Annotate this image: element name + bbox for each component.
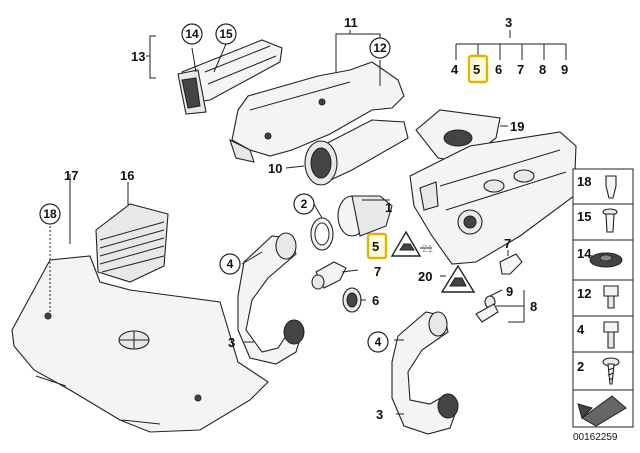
part-gasket-ring xyxy=(310,217,334,251)
label-18-callout: 18 xyxy=(43,207,57,221)
label-6-top: 6 xyxy=(495,62,502,77)
bolt-fastener-icon xyxy=(603,321,619,349)
part-filter-element xyxy=(304,119,409,186)
grommet-icon xyxy=(589,252,623,268)
part-air-cleaner-housing xyxy=(229,61,405,163)
label-16: 16 xyxy=(120,168,134,183)
label-3-left: 3 xyxy=(228,335,235,350)
housing-screw-icon xyxy=(264,132,272,140)
warning-symbol-20-icon xyxy=(440,264,476,293)
label-5-top: 5 xyxy=(473,62,480,77)
diagram-id: 00162259 xyxy=(573,432,618,443)
label-2-callout: 2 xyxy=(301,197,308,211)
part-intake-pipe-right xyxy=(391,311,459,435)
fastener-label-14: 14 xyxy=(577,246,592,261)
fastener-label-4: 4 xyxy=(577,322,585,337)
fastener-label-12: 12 xyxy=(577,286,591,301)
label-4-right-callout: 4 xyxy=(375,335,382,349)
fastener-label-18: 18 xyxy=(577,174,591,189)
highlight-box-5-top xyxy=(467,54,489,84)
part-air-mass-meter xyxy=(337,195,393,237)
label-9-top: 9 xyxy=(561,62,568,77)
part-engine-cover xyxy=(11,255,269,433)
label-10: 10 xyxy=(268,161,282,176)
label-1: 1 xyxy=(385,200,392,215)
label-17: 17 xyxy=(64,168,78,183)
label-3-top: 3 xyxy=(505,15,512,30)
fastener-label-2: 2 xyxy=(577,359,584,374)
part-bellows xyxy=(95,203,169,283)
part-seal-ring xyxy=(342,287,362,313)
highlight-box-5-middle xyxy=(366,232,388,260)
label-7-top: 7 xyxy=(517,62,524,77)
label-7-right: 7 xyxy=(504,236,511,251)
label-6-middle: 6 xyxy=(372,293,379,308)
label-4-callout: 4 xyxy=(227,257,234,271)
label-8-top: 8 xyxy=(539,62,546,77)
peg-fastener-icon xyxy=(605,175,617,199)
part-small-fitting xyxy=(475,295,499,323)
label-20: 20 xyxy=(418,269,432,284)
label-11: 11 xyxy=(344,15,358,30)
label-12-callout: 12 xyxy=(373,41,387,55)
label-4-top: 4 xyxy=(451,62,459,77)
part-intake-snorkel xyxy=(177,39,283,115)
part-intake-pipe-left xyxy=(237,232,305,365)
screw-fastener-icon xyxy=(602,357,620,385)
housing-screw-icon xyxy=(318,98,326,106)
label-7-middle: 7 xyxy=(374,264,381,279)
label-8-right: 8 xyxy=(530,299,537,314)
warning-symbol-21-icon xyxy=(390,230,422,257)
arrow-direction-icon xyxy=(577,395,627,427)
label-9-right: 9 xyxy=(506,284,513,299)
label-3-right: 3 xyxy=(376,407,383,422)
label-14-callout: 14 xyxy=(185,27,199,41)
fastener-panel: 18 15 14 12 4 2 xyxy=(572,168,634,428)
nut-fastener-icon xyxy=(603,285,619,309)
callout-circles xyxy=(39,23,391,353)
clip-fastener-icon xyxy=(602,208,618,233)
part-connector xyxy=(311,261,347,290)
label-15-callout: 15 xyxy=(219,27,233,41)
part-plug-right xyxy=(499,253,523,275)
fastener-label-15: 15 xyxy=(577,209,591,224)
label-5-middle: 5 xyxy=(372,239,379,254)
label-13: 13 xyxy=(131,49,145,64)
label-19: 19 xyxy=(510,119,524,134)
label-21: 21 xyxy=(422,244,434,255)
part-cylinder-head-cover xyxy=(409,131,577,265)
